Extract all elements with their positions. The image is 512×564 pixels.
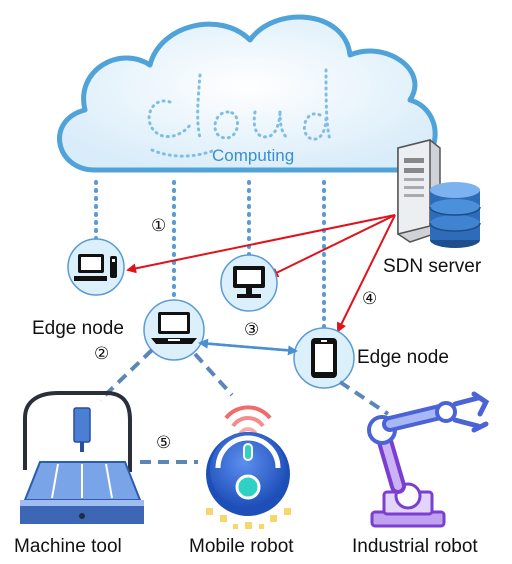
sdn-control-arrows — [126, 214, 396, 333]
sdn-server-icon — [397, 139, 441, 243]
database-icon — [429, 182, 481, 248]
marker-3: ③ — [244, 320, 260, 340]
edge-node-right-label: Edge node — [357, 347, 449, 368]
cloud-links — [94, 180, 326, 332]
edge-node-left-icon — [143, 299, 205, 361]
cloud-computing-label: Computing — [212, 146, 295, 165]
edge-node-right-icon — [293, 327, 355, 389]
marker-5: ⑤ — [156, 433, 172, 453]
marker-2: ② — [94, 344, 110, 364]
computer-node-middle — [220, 254, 278, 312]
mobile-robot-label: Mobile robot — [189, 536, 294, 557]
sdn-server-label: SDN server — [383, 256, 482, 277]
edge-node-left-label: Edge node — [32, 318, 124, 339]
edge-edge-link-back — [198, 338, 297, 353]
machine-tool-icon — [20, 391, 144, 524]
marker-1: ① — [151, 216, 167, 236]
industrial-robot-icon — [367, 391, 490, 528]
cloud-script-icon — [147, 68, 332, 158]
mobile-robot-icon — [206, 405, 291, 529]
machine-tool-label: Machine tool — [14, 536, 122, 557]
industrial-robot-label: Industrial robot — [352, 536, 478, 557]
cloud-shape — [57, 14, 438, 173]
marker-4: ④ — [362, 289, 378, 309]
computer-node-left — [67, 238, 125, 296]
